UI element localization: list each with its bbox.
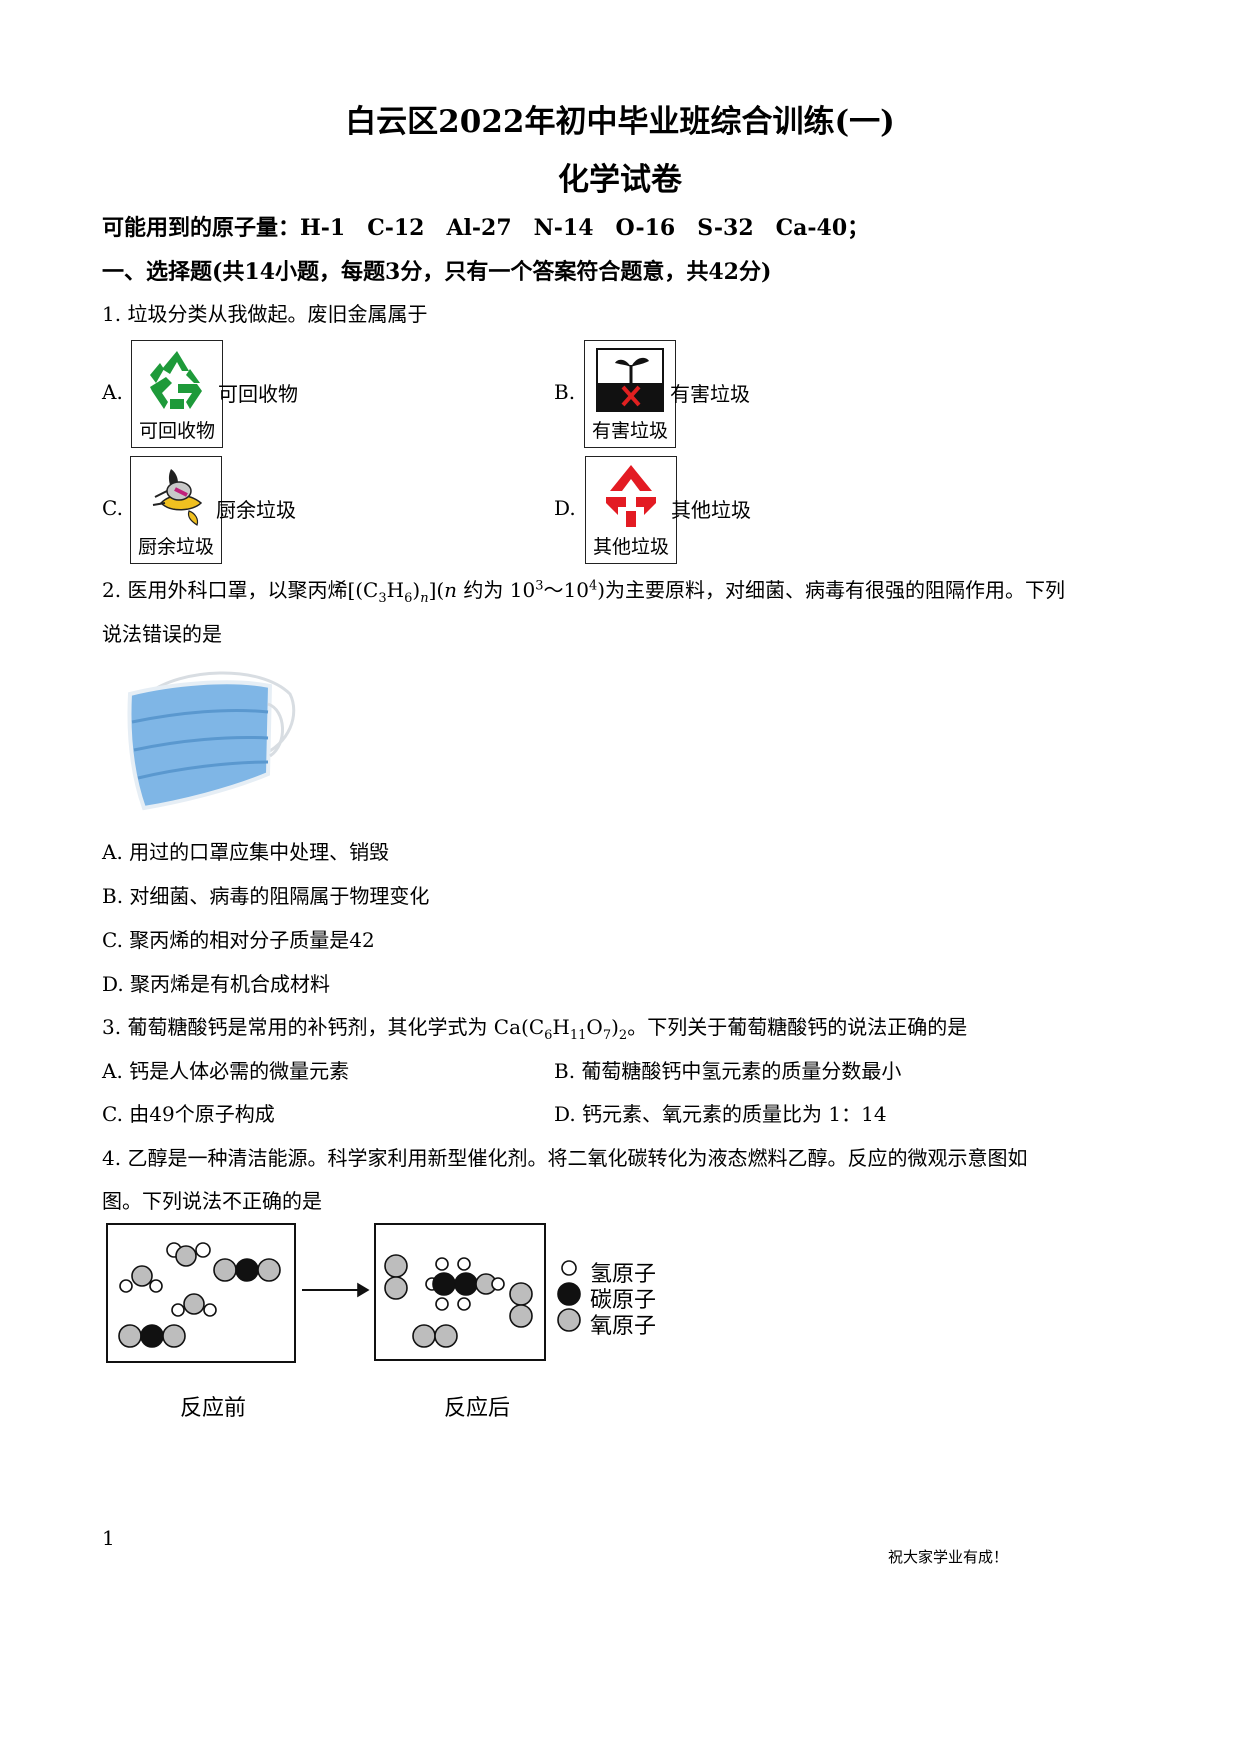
q3-stem: 3. 葡萄糖酸钙是常用的补钙剂，其化学式为 Ca(C6H11O7)2。下列关于葡… bbox=[102, 1011, 967, 1043]
q1-option-a-text: 可回收物 bbox=[218, 382, 298, 406]
q3-stem-part5: 。下列关于葡萄糖酸钙的说法正确的是 bbox=[627, 1015, 968, 1039]
q1-option-d-letter: D. bbox=[554, 496, 576, 520]
legend-carbon-marker bbox=[557, 1282, 581, 1306]
q1-option-c-caption: 厨余垃圾 bbox=[137, 536, 214, 558]
q2-sup-4: 4 bbox=[588, 578, 598, 594]
atomic-mass-line: 可能用到的原子量：H-1 C-12 Al-27 N-14 O-16 S-32 C… bbox=[102, 215, 870, 241]
other-waste-icon bbox=[606, 465, 656, 527]
q1-option-d-caption: 其他垃圾 bbox=[592, 536, 669, 558]
legend-hydrogen-marker bbox=[561, 1260, 577, 1276]
q3-option-b: B. 葡萄糖酸钙中氢元素的质量分数最小 bbox=[554, 1059, 902, 1083]
q1-option-b-letter: B. bbox=[554, 380, 576, 404]
q3-option-a: A. 钙是人体必需的微量元素 bbox=[102, 1059, 350, 1083]
page-subtitle: 化学试卷 bbox=[558, 162, 682, 198]
q2-n-italic: n bbox=[444, 578, 458, 602]
legend-carbon: 碳原子 bbox=[590, 1288, 657, 1313]
q2-stem-part4: ]( bbox=[428, 578, 445, 602]
q2-option-a: A. 用过的口罩应集中处理、销毁 bbox=[102, 840, 390, 864]
q2-sub-n: n bbox=[420, 591, 429, 606]
q1-option-a-letter: A. bbox=[102, 380, 123, 404]
food-waste-icon bbox=[152, 469, 203, 526]
q2-stem-part2: H bbox=[386, 578, 405, 602]
hazard-icon bbox=[596, 348, 664, 412]
page-title: 白云区2022年初中毕业班综合训练(一) bbox=[345, 104, 895, 140]
q2-stem-part6: ～10 bbox=[543, 578, 589, 602]
q3-stem-part2: H bbox=[552, 1015, 570, 1039]
q1-stem: 1. 垃圾分类从我做起。废旧金属属于 bbox=[102, 302, 428, 326]
q2-stem-part5: 约为 10 bbox=[457, 578, 536, 602]
legend-oxygen: 氧原子 bbox=[590, 1314, 657, 1339]
section1-heading: 一、选择题(共14小题，每题3分，只有一个答案符合题意，共42分) bbox=[102, 259, 772, 285]
legend-oxygen-marker bbox=[557, 1308, 581, 1332]
page-number: 1 bbox=[102, 1526, 115, 1550]
q1-option-c-bin: 厨余垃圾 bbox=[130, 456, 222, 564]
q4-stem-line2: 图。下列说法不正确的是 bbox=[102, 1189, 322, 1213]
q2-sub-3: 3 bbox=[378, 591, 387, 606]
diagram-after-label: 反应后 bbox=[444, 1396, 511, 1421]
q2-option-d: D. 聚丙烯是有机合成材料 bbox=[102, 972, 331, 996]
q2-option-b: B. 对细菌、病毒的阻隔属于物理变化 bbox=[102, 884, 430, 908]
q2-stem-line2: 说法错误的是 bbox=[102, 622, 222, 646]
q2-sub-6: 6 bbox=[404, 591, 413, 606]
q1-option-a-caption: 可回收物 bbox=[138, 420, 215, 442]
q1-option-b-bin: 有害垃圾 bbox=[584, 340, 676, 448]
q1-option-d-text: 其他垃圾 bbox=[671, 498, 751, 522]
diagram-before-label: 反应前 bbox=[180, 1396, 247, 1421]
q2-stem-line1: 2. 医用外科口罩，以聚丙烯[(C3H6)n](n 约为 103～104)为主要… bbox=[102, 574, 1065, 606]
q3-sub-7: 7 bbox=[602, 1028, 612, 1043]
q2-stem-part7: )为主要原料，对细菌、病毒有很强的阻隔作用。下列 bbox=[597, 578, 1066, 602]
legend-hydrogen: 氢原子 bbox=[590, 1262, 657, 1287]
q3-stem-part3: O bbox=[586, 1015, 603, 1039]
q3-sub-2: 2 bbox=[618, 1028, 628, 1043]
q2-sup-3: 3 bbox=[535, 578, 544, 594]
q4-stem-line1: 4. 乙醇是一种清洁能源。科学家利用新型催化剂。将二氧化碳转化为液态燃料乙醇。反… bbox=[102, 1146, 1028, 1170]
q3-stem-part4: ) bbox=[611, 1015, 619, 1039]
surgical-mask-image bbox=[127, 671, 296, 811]
footer-motto: 祝大家学业有成！ bbox=[888, 1548, 1009, 1566]
q1-option-b-caption: 有害垃圾 bbox=[591, 420, 668, 442]
q3-sub-6: 6 bbox=[544, 1028, 553, 1043]
q1-option-b-text: 有害垃圾 bbox=[670, 382, 750, 406]
q3-option-c: C. 由49个原子构成 bbox=[102, 1102, 275, 1126]
q3-stem-part1: 3. 葡萄糖酸钙是常用的补钙剂，其化学式为 Ca(C bbox=[102, 1015, 545, 1039]
q3-sub-11: 11 bbox=[569, 1028, 587, 1043]
q3-option-d: D. 钙元素、氧元素的质量比为 1：14 bbox=[554, 1102, 887, 1126]
q2-stem-part1: 2. 医用外科口罩，以聚丙烯[(C bbox=[102, 578, 379, 602]
q2-option-c: C. 聚丙烯的相对分子质量是42 bbox=[102, 928, 375, 952]
q1-option-a-bin: 可回收物 bbox=[131, 340, 223, 448]
q1-option-d-bin: 其他垃圾 bbox=[585, 456, 677, 564]
q1-option-c-text: 厨余垃圾 bbox=[216, 498, 296, 522]
reaction-diagram bbox=[106, 1223, 581, 1363]
q1-option-c-letter: C. bbox=[102, 496, 123, 520]
recycle-icon bbox=[150, 351, 202, 409]
q2-stem-part3: ) bbox=[412, 578, 421, 602]
